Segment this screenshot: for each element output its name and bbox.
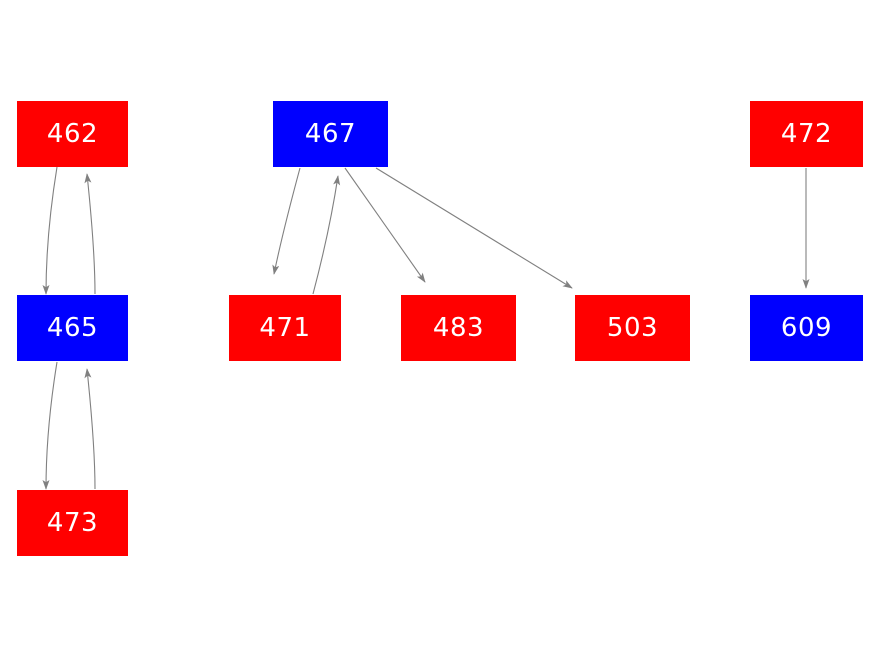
- graph-node-609[interactable]: 609: [750, 295, 863, 361]
- graph-edge-465-to-462: [84, 173, 96, 295]
- graph-node-462[interactable]: 462: [17, 101, 128, 167]
- graph-edge-467-to-503: [375, 167, 573, 289]
- graph-edge-473-to-465: [84, 368, 96, 490]
- graph-edge-462-to-465: [42, 166, 58, 295]
- graph-node-473[interactable]: 473: [17, 490, 128, 556]
- graph-edge-467-to-471: [272, 167, 301, 275]
- graph-edge-465-to-473: [42, 361, 58, 490]
- node-label: 483: [432, 313, 485, 343]
- graph-node-503[interactable]: 503: [575, 295, 690, 361]
- graph-node-467[interactable]: 467: [273, 101, 388, 167]
- node-label: 467: [304, 119, 357, 149]
- graph-edge-467-to-483: [344, 167, 426, 283]
- node-label: 471: [259, 313, 311, 343]
- graph-node-483[interactable]: 483: [401, 295, 516, 361]
- node-label: 472: [780, 119, 833, 149]
- graph-node-471[interactable]: 471: [229, 295, 341, 361]
- node-label: 609: [780, 313, 833, 343]
- graph-node-472[interactable]: 472: [750, 101, 863, 167]
- node-label: 503: [606, 313, 659, 343]
- graph-node-465[interactable]: 465: [17, 295, 128, 361]
- node-label: 462: [46, 119, 99, 149]
- node-label: 465: [46, 313, 99, 343]
- node-label: 473: [46, 508, 99, 538]
- graph-edge-471-to-467: [312, 175, 341, 295]
